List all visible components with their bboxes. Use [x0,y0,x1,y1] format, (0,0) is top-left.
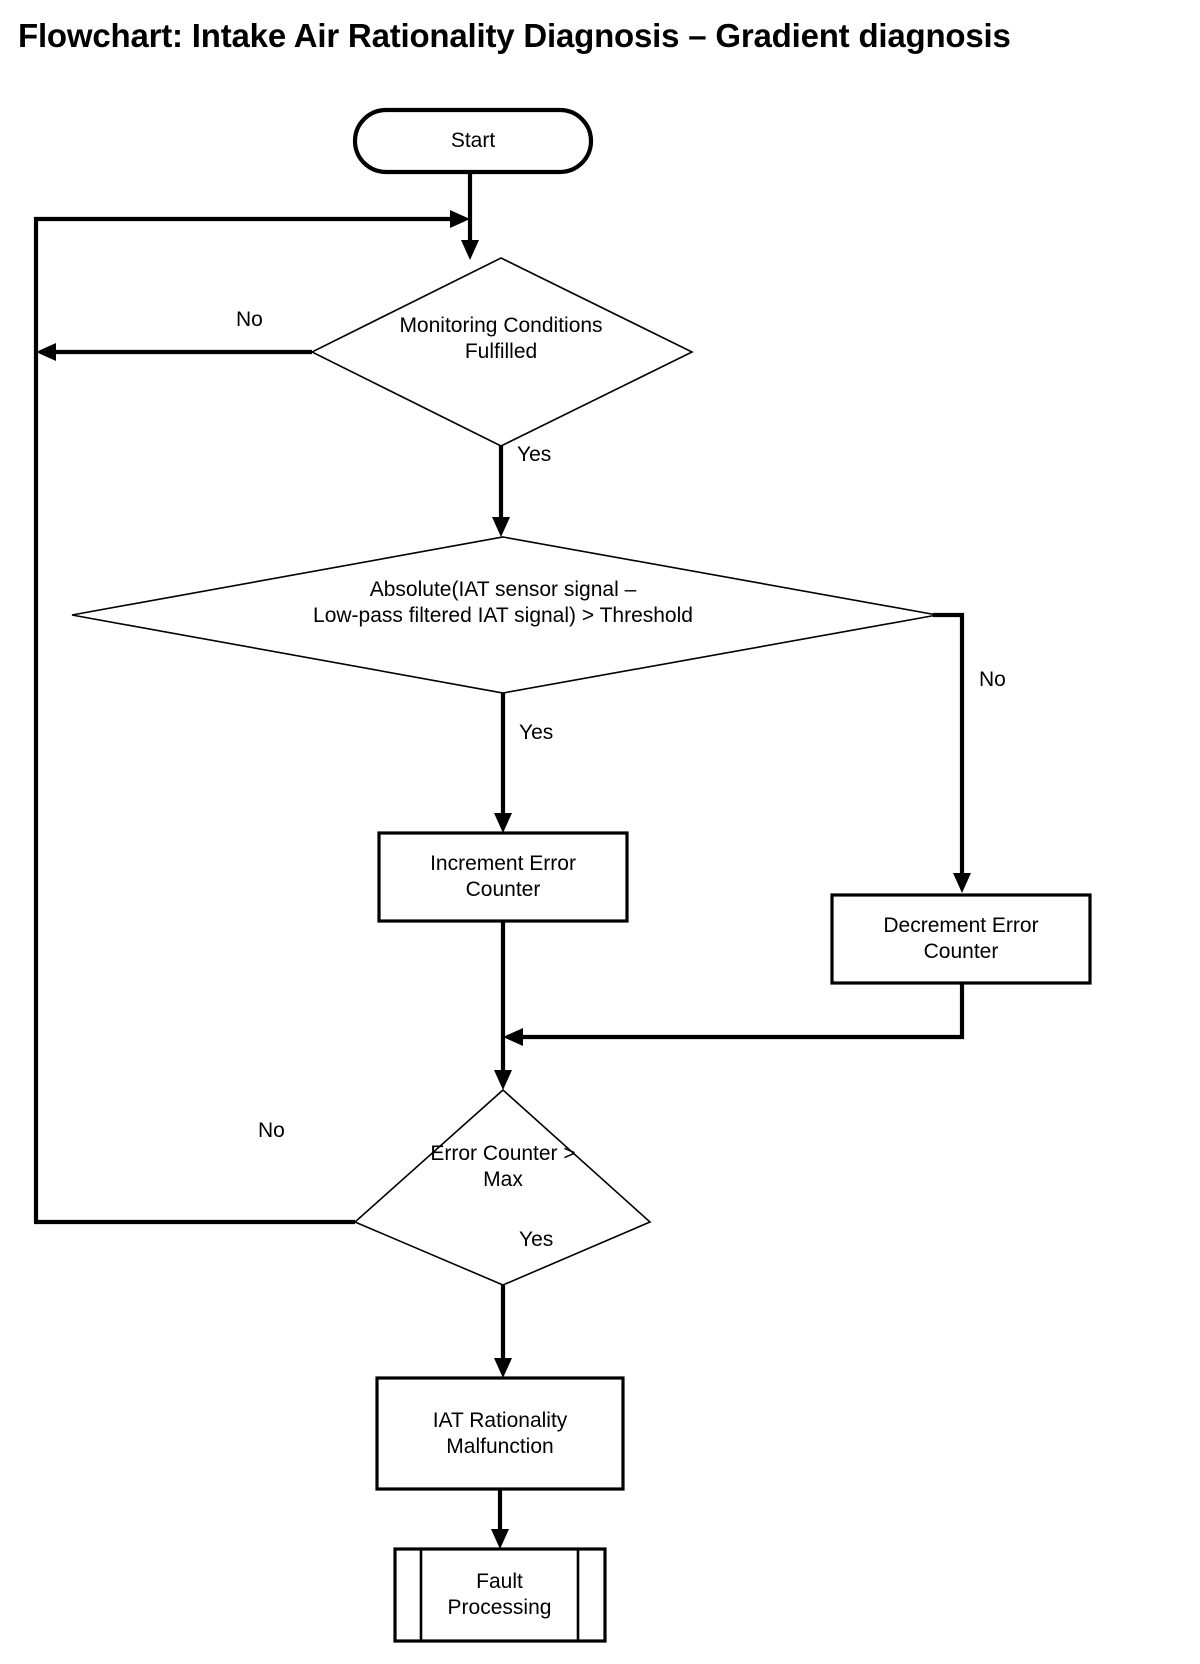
arrowhead-counter-yes [494,1358,512,1378]
increment-node-shape [377,831,629,923]
malfunction-node-shape [375,1376,625,1491]
edge-gradient-no [933,612,965,879]
edge-label-counter-yes: Yes [519,1228,554,1251]
arrowhead-gradient-no [953,873,971,893]
edge-label-monitoring-yes: Yes [517,443,552,466]
start-node-shape [352,107,594,175]
edge-label-gradient-no: No [979,668,1006,691]
arrowhead-return-rail [450,210,470,228]
arrowhead-monitoring-no [36,343,56,361]
arrowhead-monitoring-yes [492,517,510,537]
edge-return-rail [33,216,462,1222]
fault-node-shape [393,1547,607,1643]
arrowhead-malfunction-to-fault [491,1529,509,1549]
edge-label-counter-no: No [258,1119,285,1142]
decrement-node-shape [830,893,1092,985]
page-title: Flowchart: Intake Air Rationality Diagno… [18,17,1011,54]
arrowhead-gradient-yes [494,813,512,833]
edge-label-monitoring-no: No [236,308,263,331]
arrowhead-start-to-monitoring [461,240,479,260]
gradient-decision-shape [71,536,938,694]
monitoring-decision-shape [310,257,694,447]
arrowhead-merge-to-counter [494,1070,512,1090]
edge-decrement-to-merge [513,983,965,1040]
arrowhead-decrement-to-merge [503,1028,523,1046]
counter-decision-shape [353,1088,652,1286]
edge-label-gradient-yes: Yes [519,721,554,744]
